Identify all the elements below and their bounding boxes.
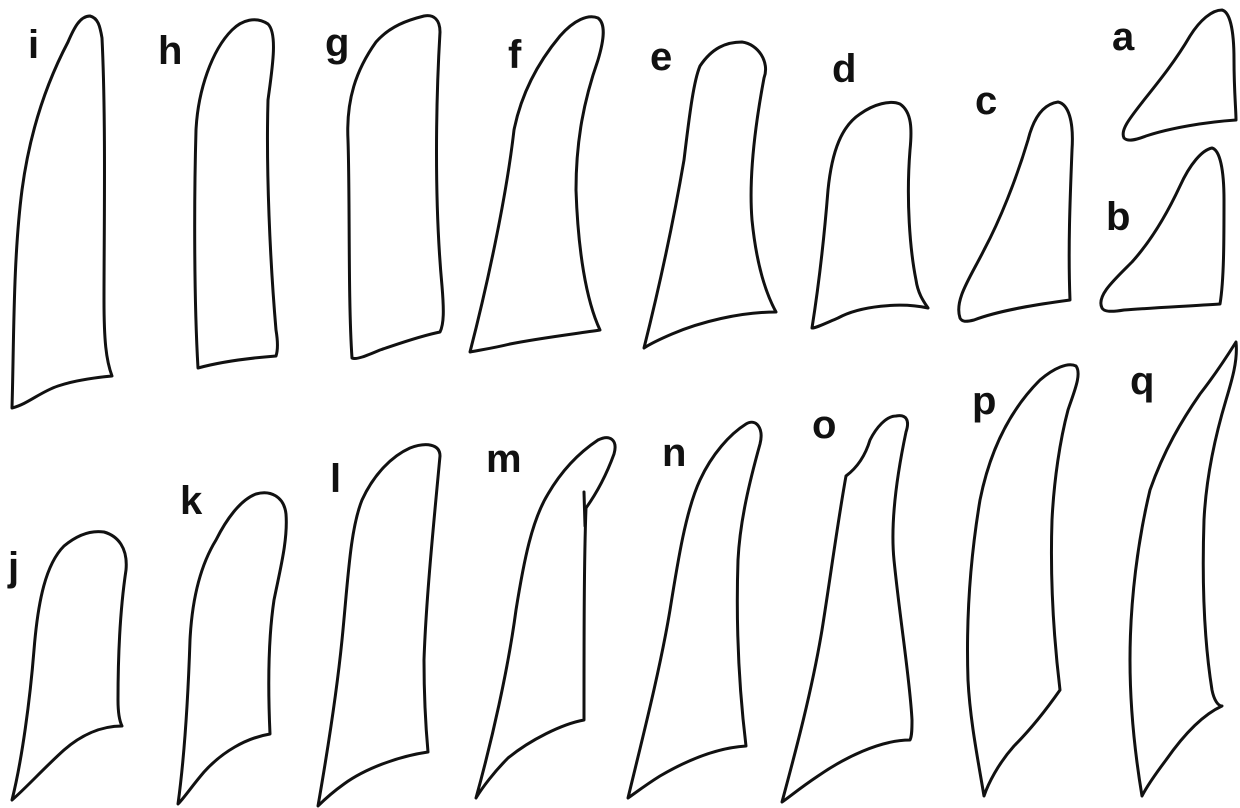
panel-h: h <box>158 20 278 368</box>
panel-k: k <box>178 479 286 804</box>
label-d: d <box>832 47 856 91</box>
outline-n <box>628 422 761 798</box>
panel-j: j <box>7 532 126 800</box>
panel-f: f <box>470 17 603 352</box>
panel-i: i <box>12 16 112 408</box>
outline-a <box>1123 10 1236 140</box>
outline-e <box>644 42 776 348</box>
label-l: l <box>330 457 341 501</box>
panel-a: a <box>1112 10 1236 140</box>
panel-c: c <box>959 79 1073 321</box>
outline-i <box>12 16 112 408</box>
outline-m <box>476 438 615 798</box>
panel-n: n <box>628 422 761 798</box>
panel-l: l <box>318 445 440 806</box>
label-o: o <box>812 403 836 447</box>
outline-c <box>959 102 1073 321</box>
label-c: c <box>975 79 997 123</box>
outline-d <box>812 102 928 328</box>
label-f: f <box>508 33 522 77</box>
panel-m: m <box>476 437 615 798</box>
label-n: n <box>662 431 686 475</box>
outline-g <box>348 16 444 359</box>
panel-g: g <box>325 16 443 359</box>
outline-j <box>12 532 126 800</box>
label-b: b <box>1106 195 1130 239</box>
outline-k <box>178 493 286 804</box>
panel-d: d <box>812 47 928 328</box>
label-p: p <box>972 379 996 423</box>
label-i: i <box>28 23 39 67</box>
label-m: m <box>486 437 522 481</box>
outline-h <box>195 20 278 368</box>
label-j: j <box>7 545 19 589</box>
outline-f <box>470 17 603 352</box>
outline-o <box>782 416 912 802</box>
outline-m-crack <box>584 492 585 526</box>
label-h: h <box>158 29 182 73</box>
label-q: q <box>1130 359 1154 403</box>
panel-p: p <box>968 365 1079 796</box>
panel-o: o <box>782 403 912 802</box>
label-a: a <box>1112 15 1135 59</box>
panel-q: q <box>1130 342 1236 796</box>
label-k: k <box>180 479 203 523</box>
panel-e: e <box>644 35 776 348</box>
outline-p <box>968 365 1079 796</box>
panel-b: b <box>1101 148 1224 311</box>
label-e: e <box>650 35 672 79</box>
label-g: g <box>325 21 349 65</box>
outline-q <box>1130 342 1236 796</box>
